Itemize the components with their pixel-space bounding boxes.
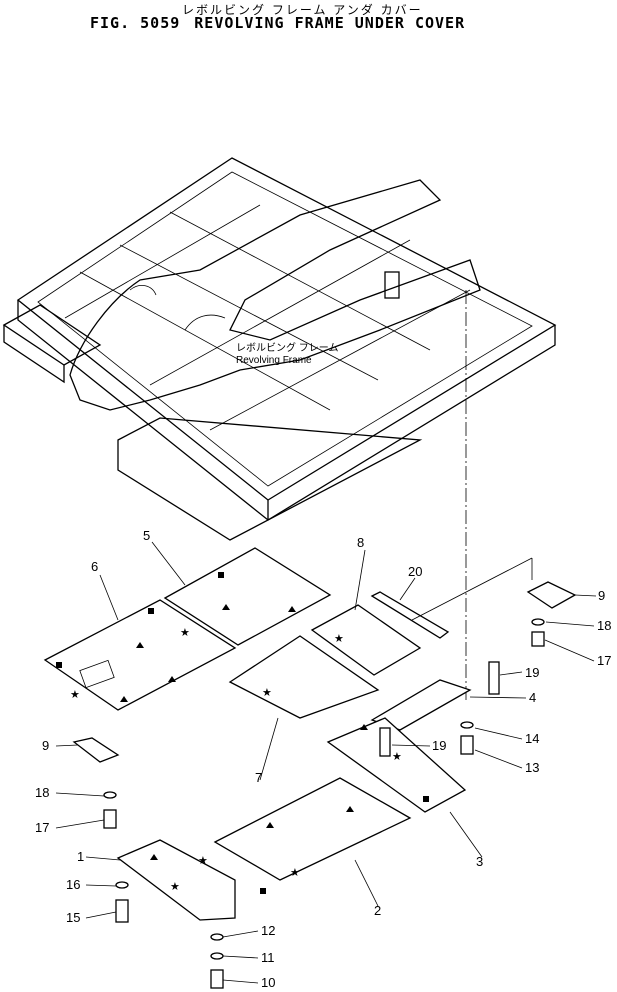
part-label-8: 8 [357,535,364,550]
figure-number: FIG. 5059 [90,14,181,32]
washer-18-right [531,618,545,626]
bolt-17-left [103,809,117,829]
part-label-3: 3 [476,854,483,869]
frame-boom-bracket [69,179,481,411]
frame-label-english: Revolving Frame [236,355,312,366]
frame-lower-plate [117,417,423,541]
plate-markers: ★ ★ ★ ★ ★ ★ ★ ★ [56,572,429,894]
bolt-15 [115,899,129,923]
cover-plate-5 [163,547,332,646]
cover-plate-7 [228,635,380,719]
figure-title-english: REVOLVING FRAME UNDER COVER [194,14,466,32]
leader-lines [55,541,597,984]
washer-16 [115,881,129,889]
cover-plate-1 [116,839,236,921]
part-label-15: 15 [66,910,80,925]
part-label-19-center: 19 [432,738,446,753]
part-label-7: 7 [255,770,262,785]
part-label-17-left: 17 [35,820,49,835]
frame-outline [16,157,557,501]
part-label-4: 4 [529,690,536,705]
cover-plate-3 [326,717,467,813]
part-label-1: 1 [77,849,84,864]
washer-11 [210,952,224,960]
cover-plate-9-left [72,737,120,763]
part-label-5: 5 [143,528,150,543]
figure-title: FIG. 5059 REVOLVING FRAME UNDER COVER [90,14,465,32]
svg-text:★: ★ [198,854,208,867]
svg-text:★: ★ [334,632,344,645]
part-label-16: 16 [66,877,80,892]
part-label-19-right: 19 [525,665,539,680]
svg-text:★: ★ [180,626,190,639]
svg-text:★: ★ [392,750,402,763]
part-label-6: 6 [91,559,98,574]
block-19-right [488,661,500,695]
cover-plate-9-right [526,581,577,609]
bar-20 [370,591,450,639]
bolt-13 [460,735,474,755]
bolt-17-right [531,631,545,647]
part-label-9-left: 9 [42,738,49,753]
figure-header: レボルビング フレーム アンダ カバー FIG. 5059 REVOLVING F… [0,0,617,36]
svg-text:★: ★ [170,880,180,893]
nut-12 [210,933,224,941]
cover-plate-8 [310,604,422,676]
part-label-17-right: 17 [597,653,611,668]
figure-title-japanese: レボルビング フレーム アンダ カバー [182,3,423,17]
washer-18-left [103,791,117,799]
cover-plate-2 [213,777,412,881]
svg-text:★: ★ [290,866,300,879]
part-label-9-right: 9 [598,588,605,603]
block-19-center [379,727,391,757]
frame-rear-block [2,304,102,366]
frame-inner-rim [37,171,533,487]
svg-text:★: ★ [70,688,80,701]
revolving-frame-drawing: レボルビング フレーム Revolving Frame [2,157,557,541]
part-label-11: 11 [261,950,275,965]
part-label-13: 13 [525,760,539,775]
washer-14 [460,721,474,729]
part-label-10: 10 [261,975,275,990]
svg-text:★: ★ [262,686,272,699]
part-label-18-right: 18 [597,618,611,633]
cover-plate-6 [43,599,237,711]
frame-label-japanese: レボルビング フレーム [236,341,338,354]
part-label-18-left: 18 [35,785,49,800]
part-label-2: 2 [374,903,381,918]
part-label-12: 12 [261,923,275,938]
part-label-20: 20 [408,564,422,579]
bolt-10 [210,969,224,989]
part-label-14: 14 [525,731,539,746]
frame-lug [384,271,400,299]
